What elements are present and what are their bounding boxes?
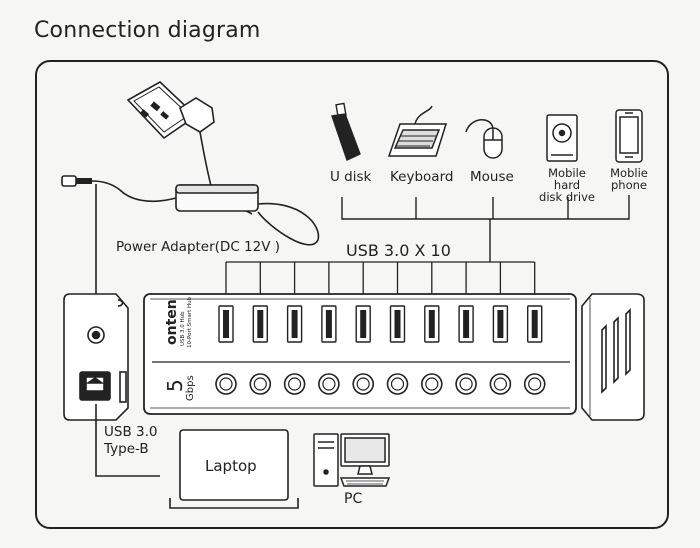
phone-label-line1: Moblie bbox=[610, 166, 648, 180]
hdd-label-line2: disk drive bbox=[539, 190, 595, 204]
power-adapter-icon bbox=[61, 175, 320, 246]
mouse-icon bbox=[465, 119, 503, 159]
hub-left-end bbox=[63, 293, 129, 421]
laptop-icon bbox=[169, 429, 299, 509]
port-power-button bbox=[489, 373, 512, 395]
outer-frame bbox=[35, 60, 669, 529]
port-power-button bbox=[249, 373, 272, 395]
usb-hub: onten USB 3.0 Hub 10-Port Smart Hub 5 Gb… bbox=[143, 293, 577, 415]
port-power-button bbox=[420, 373, 443, 395]
usb-port bbox=[321, 305, 337, 343]
mouse-label: Mouse bbox=[470, 169, 514, 185]
port-power-button bbox=[523, 373, 546, 395]
port-bracket-lines bbox=[225, 261, 536, 296]
phone-label: Moblie phone bbox=[606, 167, 652, 191]
typeb-cable-line bbox=[95, 404, 160, 477]
usb-port bbox=[389, 305, 406, 343]
usb-typeb-label-line1: USB 3.0 bbox=[104, 424, 158, 440]
mobile-phone-icon bbox=[615, 109, 643, 163]
hdd-label-line1: Mobile hard bbox=[548, 166, 586, 192]
power-plug-icon bbox=[179, 97, 216, 201]
hub-model-line2: 10-Port Smart Hub bbox=[187, 296, 193, 348]
usb-port bbox=[218, 305, 234, 343]
udisk-label: U disk bbox=[330, 169, 372, 185]
usb-port bbox=[527, 305, 543, 343]
phone-label-line2: phone bbox=[611, 178, 647, 192]
hard-drive-icon bbox=[546, 114, 578, 162]
usb-port bbox=[252, 305, 269, 343]
hub-speed-number: 5 bbox=[163, 379, 187, 392]
usb-port bbox=[492, 305, 509, 343]
power-adapter-label: Power Adapter(DC 12V ) bbox=[116, 239, 281, 255]
usb-stick-icon bbox=[331, 102, 361, 161]
port-power-button bbox=[283, 373, 306, 395]
usb-count-label: USB 3.0 X 10 bbox=[346, 241, 451, 260]
port-power-button bbox=[352, 373, 375, 395]
usb-typeb-label-line2: Type-B bbox=[104, 441, 149, 457]
usb-port bbox=[458, 305, 474, 343]
port-power-button bbox=[215, 373, 237, 395]
usb-port bbox=[424, 305, 440, 343]
port-power-button bbox=[455, 373, 477, 395]
device-bus-lines bbox=[341, 195, 630, 262]
port-power-button bbox=[318, 373, 340, 395]
laptop-label: Laptop bbox=[205, 457, 257, 475]
pc-label: PC bbox=[344, 491, 363, 507]
pc-icon bbox=[313, 433, 391, 487]
hub-model-line1: USB 3.0 Hub bbox=[180, 311, 186, 346]
hdd-label: Mobile hard disk drive bbox=[534, 167, 600, 203]
hub-speed-unit: Gbps bbox=[185, 375, 196, 401]
wall-socket-icon bbox=[126, 81, 198, 140]
hub-brand: onten bbox=[164, 299, 180, 345]
keyboard-icon bbox=[387, 105, 448, 157]
diagram-title: Connection diagram bbox=[34, 18, 261, 43]
usb-port bbox=[355, 305, 371, 343]
hub-right-end bbox=[581, 293, 645, 421]
keyboard-label: Keyboard bbox=[390, 169, 454, 185]
usb-port bbox=[286, 305, 303, 343]
port-power-button bbox=[386, 373, 409, 395]
